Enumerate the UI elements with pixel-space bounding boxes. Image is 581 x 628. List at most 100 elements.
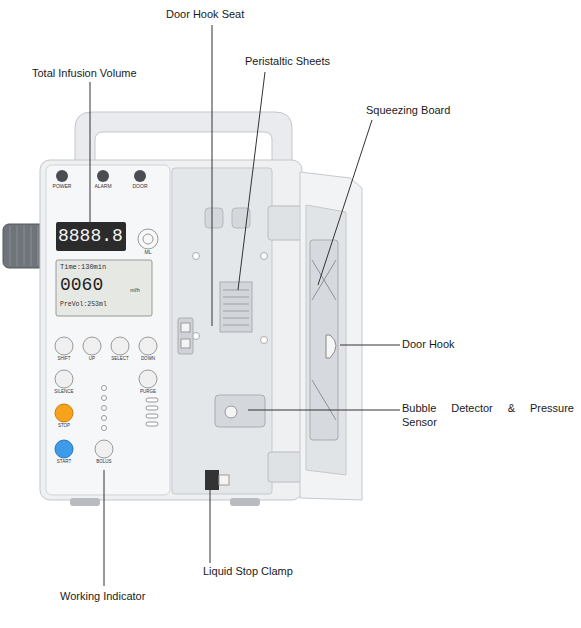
side-knob-part bbox=[24, 226, 25, 266]
front-panel-part bbox=[102, 406, 107, 411]
leader-lines-part bbox=[212, 25, 213, 326]
button-label: UP bbox=[77, 357, 107, 362]
front-panel-part bbox=[56, 222, 126, 251]
tube-channel-part bbox=[193, 333, 200, 340]
side-knob-part bbox=[31, 226, 32, 266]
tube-channel-part bbox=[261, 337, 268, 344]
tube-channel-part bbox=[172, 168, 272, 494]
tube-channel-part bbox=[205, 470, 219, 490]
tube-channel-part bbox=[219, 475, 229, 485]
callout-label: Working Indicator bbox=[60, 590, 175, 604]
callout-label: Liquid Stop Clamp bbox=[203, 565, 328, 579]
tube-channel-part bbox=[181, 323, 190, 332]
tube-channel-part bbox=[223, 297, 249, 298]
callout-label: Door Hook bbox=[402, 338, 482, 352]
side-knob-part bbox=[10, 226, 11, 266]
tube-channel-part bbox=[193, 253, 200, 260]
tube-channel-part bbox=[178, 318, 193, 354]
button-label: SELECT bbox=[105, 357, 135, 362]
front-panel-part bbox=[83, 337, 101, 355]
leader-lines-part bbox=[238, 72, 265, 290]
front-panel-part bbox=[111, 337, 129, 355]
front-panel-part bbox=[134, 170, 146, 182]
leader-lines-part bbox=[210, 478, 211, 563]
pump-body-part bbox=[40, 160, 302, 500]
pump-door bbox=[300, 172, 362, 500]
front-panel-part bbox=[55, 404, 73, 422]
callout-label: Total Infusion Volume bbox=[32, 67, 167, 81]
tube-channel-part bbox=[181, 339, 190, 348]
front-panel-part bbox=[146, 398, 158, 402]
leader-lines-part bbox=[104, 470, 105, 586]
pump-door-part bbox=[312, 380, 336, 420]
tube-channel-part bbox=[223, 304, 249, 305]
lcd-text: PreVol:253ml bbox=[60, 302, 150, 309]
side-knob-part bbox=[17, 226, 18, 266]
pump-door-part bbox=[300, 172, 362, 500]
tube-channel-part bbox=[215, 395, 265, 427]
tube-channel-part bbox=[223, 318, 249, 319]
callout-label: Peristaltic Sheets bbox=[245, 55, 350, 69]
front-panel-part bbox=[102, 416, 107, 421]
tube-channel-part bbox=[205, 208, 223, 228]
tube-channel-part bbox=[220, 282, 252, 332]
front-panel-part bbox=[102, 396, 107, 401]
side-knob bbox=[3, 224, 45, 268]
front-panel-part bbox=[139, 370, 157, 388]
tube-channel-part bbox=[223, 290, 249, 291]
pump-body-part bbox=[70, 498, 100, 506]
leader-lines-part bbox=[318, 120, 372, 285]
button-label: START bbox=[49, 460, 79, 465]
front-panel-part bbox=[97, 170, 109, 182]
front-panel-part bbox=[146, 406, 158, 410]
button-label: STOP bbox=[49, 424, 79, 429]
front-panel-part bbox=[146, 414, 158, 418]
tube-channel-part bbox=[223, 325, 249, 326]
front-panel-part bbox=[46, 165, 170, 495]
pump-body bbox=[40, 160, 302, 506]
side-knob-part bbox=[3, 224, 45, 268]
callout-label: Bubble Detector & Pressure Sensor bbox=[402, 402, 574, 430]
front-panel-part bbox=[56, 260, 152, 316]
front-panel-part bbox=[55, 440, 73, 458]
front-panel-part bbox=[139, 337, 157, 355]
button-label: BOLUS bbox=[89, 460, 119, 465]
front-panel-part bbox=[138, 229, 158, 249]
lcd-text: ml/h bbox=[120, 288, 150, 293]
front-panel-part bbox=[102, 426, 107, 431]
leader-lines-part bbox=[340, 345, 400, 346]
button-label: SHIFT bbox=[49, 357, 79, 362]
panel-label: DOOR bbox=[124, 184, 156, 189]
tube-channel-part bbox=[261, 253, 268, 260]
panel-label: POWER bbox=[46, 184, 78, 189]
front-panel-part bbox=[146, 422, 158, 426]
pump-door-part bbox=[326, 335, 336, 358]
leader-lines-part bbox=[90, 82, 91, 232]
button-label: PURGE bbox=[130, 390, 166, 395]
callout-label: Door Hook Seat bbox=[166, 8, 266, 22]
front-panel-part bbox=[143, 234, 153, 244]
front-panel-part bbox=[102, 386, 107, 391]
lcd-text: 0060 bbox=[60, 274, 120, 297]
side-knob-part bbox=[38, 226, 39, 266]
front-panel-part bbox=[55, 370, 73, 388]
panel-label: ML bbox=[136, 250, 160, 255]
leader-lines-part bbox=[248, 410, 400, 411]
front-panel-part bbox=[95, 440, 113, 458]
lcd-text: Time:130min bbox=[60, 264, 140, 271]
front-panel bbox=[46, 165, 170, 495]
pump-body-part bbox=[230, 498, 260, 506]
tube-channel-part bbox=[225, 406, 237, 418]
pump-door-part bbox=[306, 205, 346, 475]
tube-channel bbox=[172, 168, 272, 494]
button-label: DOWN bbox=[133, 357, 163, 362]
button-label: SILENCE bbox=[46, 390, 82, 395]
callout-label: Squeezing Board bbox=[366, 104, 471, 118]
front-panel-part bbox=[55, 337, 73, 355]
leader-lines bbox=[90, 25, 400, 586]
front-panel-part bbox=[56, 170, 68, 182]
panel-label: ALARM bbox=[87, 184, 119, 189]
tube-channel-part bbox=[223, 311, 249, 312]
